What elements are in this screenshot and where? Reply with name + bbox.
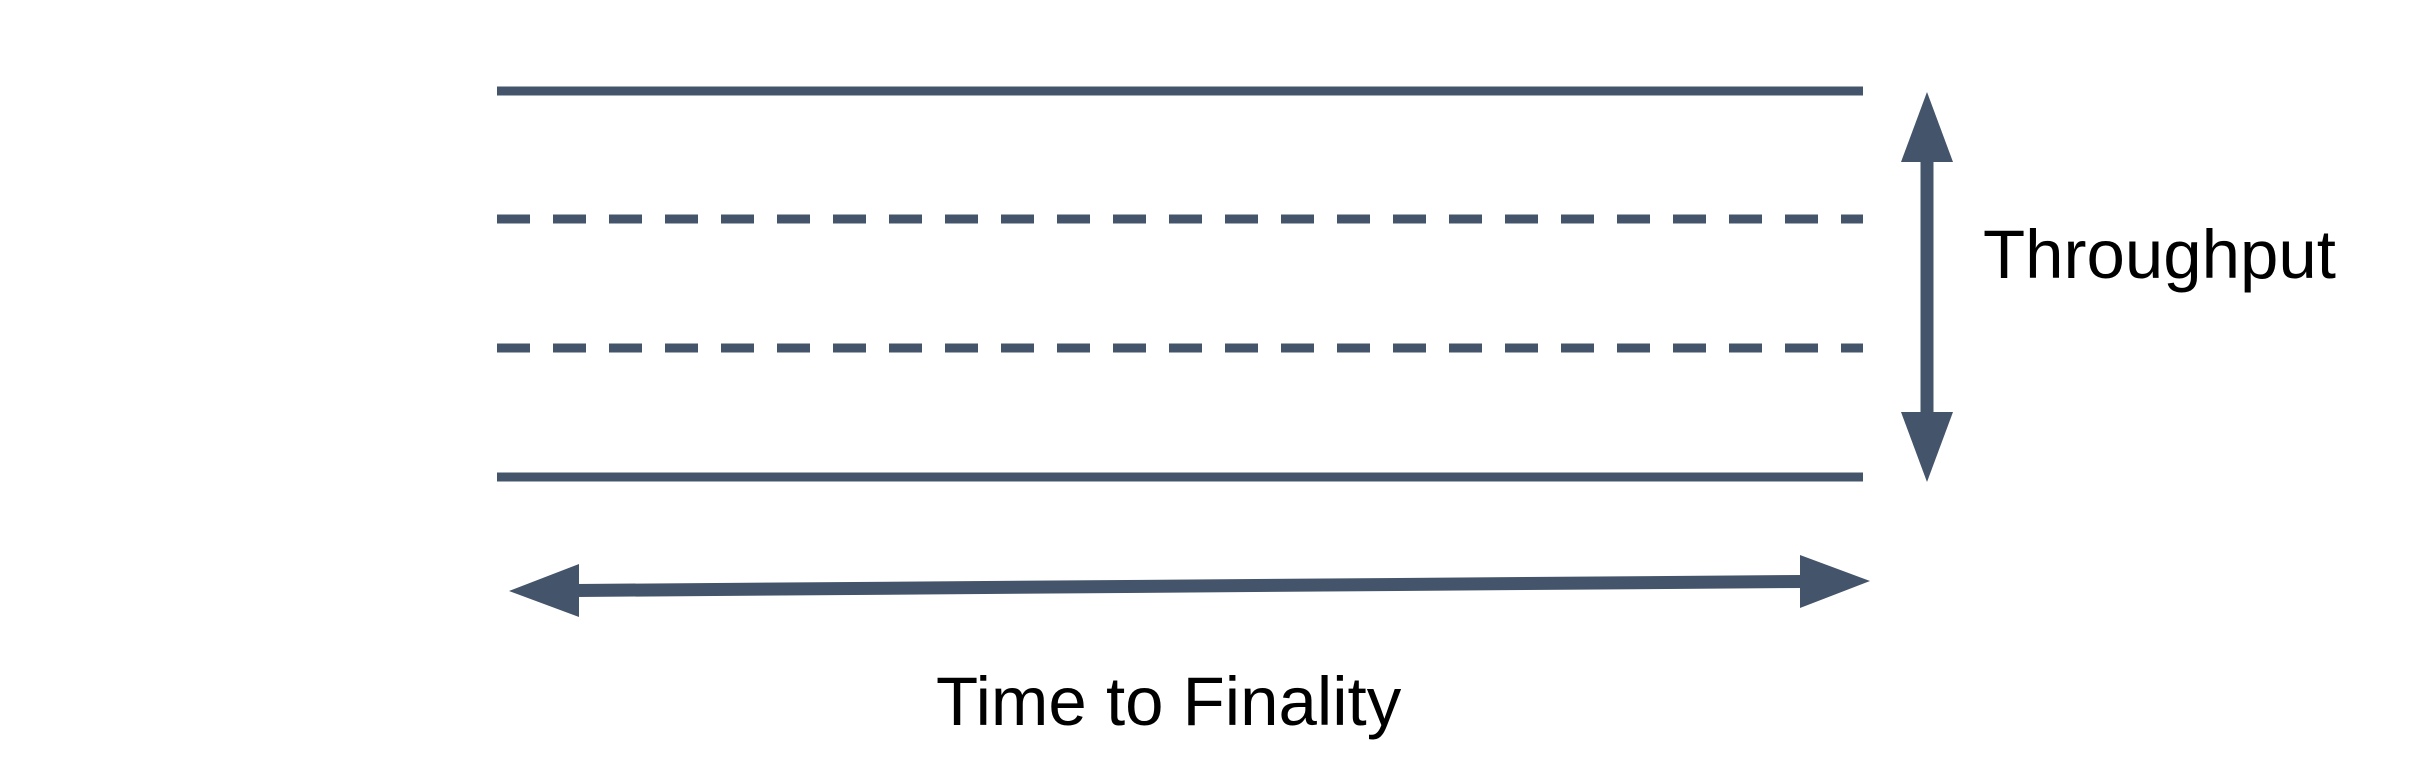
throughput-double-arrow [1901,92,1953,482]
time-arrow-shaft [575,575,1804,597]
arrow-left-icon [509,564,579,617]
time-to-finality-double-arrow [509,555,1870,617]
time-to-finality-label: Time to Finality [936,663,1402,740]
arrow-right-icon [1800,555,1870,608]
band-lines [497,86,1863,482]
arrow-up-icon [1901,92,1953,162]
arrow-down-icon [1901,412,1953,482]
throughput-label: Throughput [1983,216,2336,293]
